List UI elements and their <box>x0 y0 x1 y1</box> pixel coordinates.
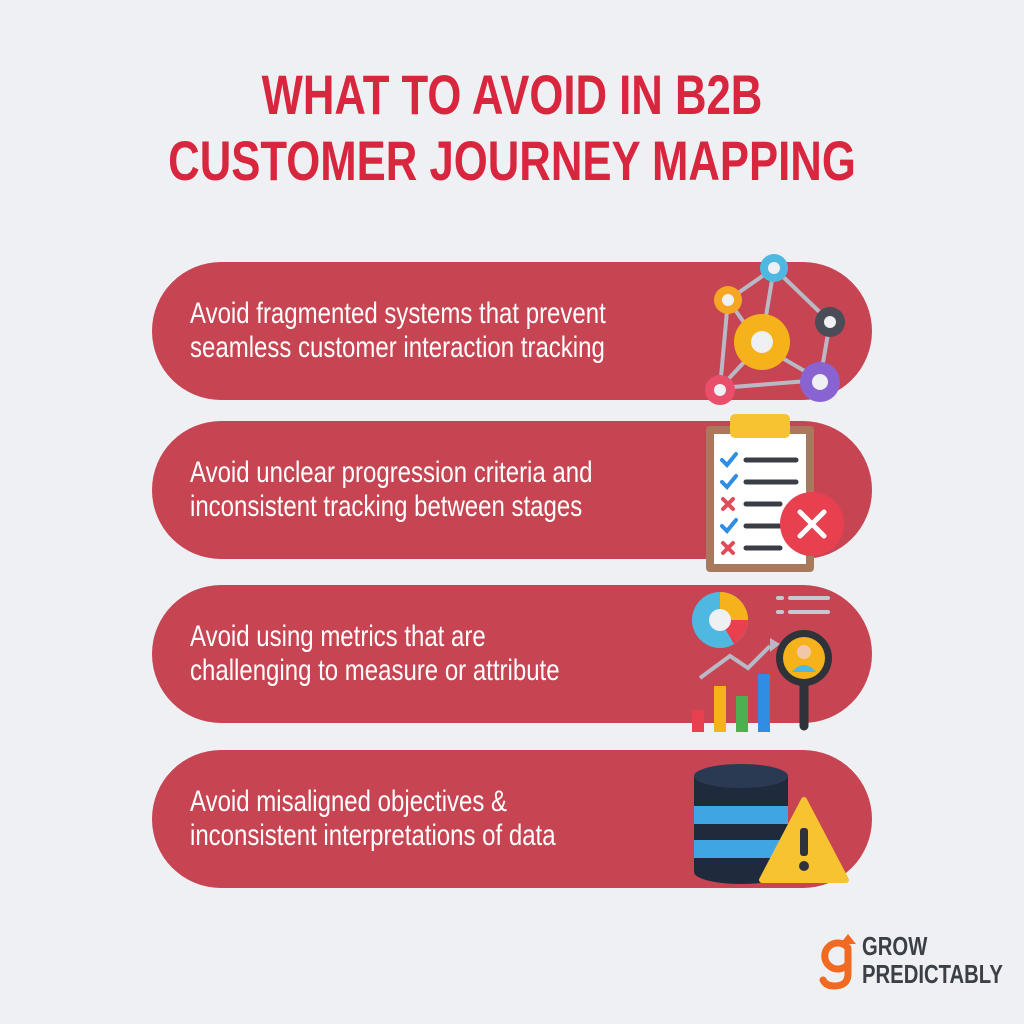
card-line-2: seamless customer interaction tracking <box>190 331 605 364</box>
card-text: Avoid misaligned objectives & inconsiste… <box>190 750 638 888</box>
card-line-1: Avoid fragmented systems that prevent <box>190 297 606 330</box>
card-text: Avoid fragmented systems that prevent se… <box>190 262 638 400</box>
analytics-magnifier-icon <box>692 592 832 732</box>
card-text: Avoid using metrics that are challenging… <box>190 585 638 723</box>
card-line-1: Avoid using metrics that are <box>190 620 486 653</box>
card-line-2: inconsistent interpretations of data <box>190 819 556 852</box>
page-title: WHAT TO AVOID IN B2B CUSTOMER JOURNEY MA… <box>113 62 912 194</box>
card-metrics-challenging: Avoid using metrics that are challenging… <box>152 585 872 723</box>
card-line-2: challenging to measure or attribute <box>190 654 560 687</box>
title-line-1: WHAT TO AVOID IN B2B <box>261 63 763 126</box>
card-text: Avoid unclear progression criteria and i… <box>190 421 638 559</box>
gear-network-icon <box>705 254 845 405</box>
database-warning-icon <box>694 764 849 884</box>
logo-line-2: PREDICTABLY <box>862 959 1003 989</box>
card-line-2: inconsistent tracking between stages <box>190 490 583 523</box>
gear-orange <box>714 286 742 314</box>
logo-wordmark: GROW PREDICTABLY <box>862 932 1003 988</box>
card-line-1: Avoid misaligned objectives & <box>190 785 508 818</box>
checklist-clipboard-icon <box>706 414 844 572</box>
logo-mark-icon <box>819 934 856 990</box>
card-line-1: Avoid unclear progression criteria and <box>190 456 593 489</box>
logo-line-1: GROW <box>862 931 928 961</box>
title-line-2: CUSTOMER JOURNEY MAPPING <box>168 129 856 192</box>
